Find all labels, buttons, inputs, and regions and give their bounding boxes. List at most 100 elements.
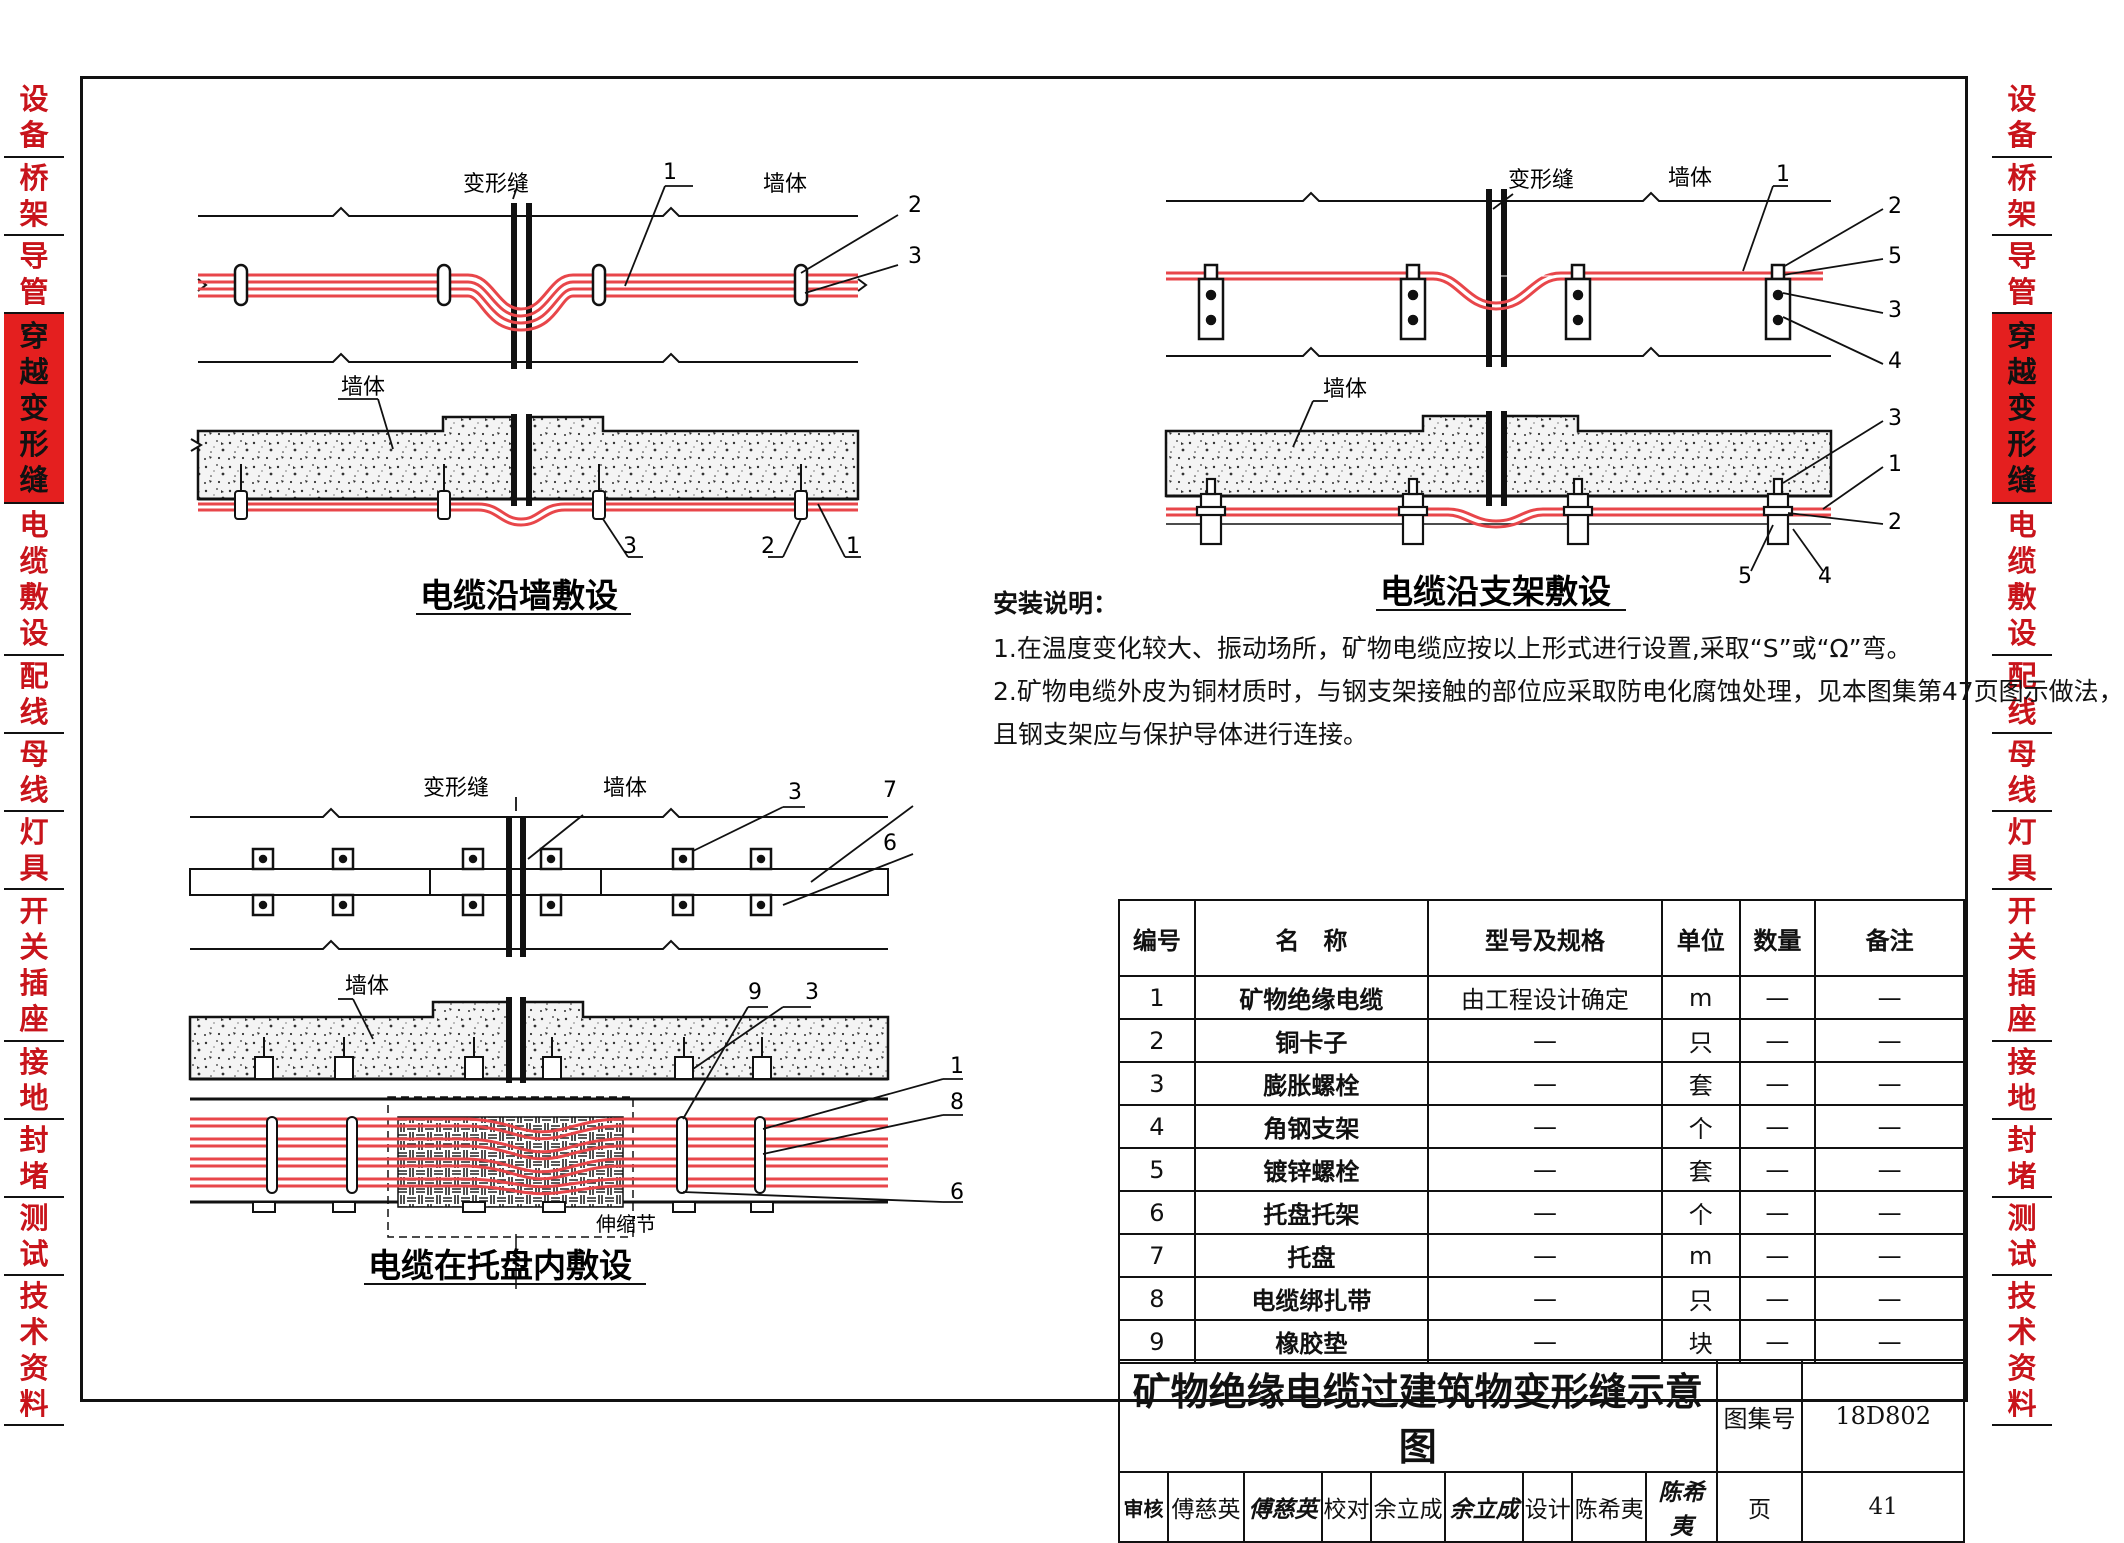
side-tab-char: 料 (19, 1387, 49, 1421)
side-tab[interactable]: 穿越变形缝 (1992, 314, 2052, 504)
table-cell: 个 (1660, 1104, 1741, 1149)
side-tab[interactable]: 母线 (1992, 734, 2052, 812)
side-tab[interactable]: 配线 (4, 656, 64, 734)
atlas-label: 图集号 (1715, 1359, 1804, 1473)
side-tab-char: 技 (2007, 1279, 2037, 1313)
side-tab-char: 备 (2007, 118, 2037, 152)
side-tab-char: 资 (19, 1351, 49, 1385)
callout: 1 (950, 1054, 964, 1079)
callout: 1 (1888, 452, 1902, 477)
side-tab-char: 线 (2007, 773, 2037, 807)
side-tab-char: 母 (2007, 737, 2037, 771)
expansion-joint-label: 伸缩节 (596, 1212, 656, 1236)
side-tab[interactable]: 开关插座 (1992, 890, 2052, 1042)
note-line-1: 1.在温度变化较大、振动场所，矿物电缆应按以上形式进行设置,采取“S”或“Ω”弯… (993, 634, 1912, 663)
side-tab[interactable]: 封堵 (4, 1120, 64, 1198)
side-tab[interactable]: 接地 (1992, 1042, 2052, 1120)
wall-label: 墙体 (341, 375, 385, 400)
side-tab[interactable]: 开关插座 (4, 890, 64, 1042)
side-tab[interactable]: 测试 (4, 1198, 64, 1276)
callout: 3 (623, 534, 637, 559)
note-line-2: 2.矿物电缆外皮为铜材质时，与钢支架接触的部位应采取防电化腐蚀处理，见本图集第4… (993, 677, 2124, 706)
side-tab[interactable]: 导管 (1992, 236, 2052, 314)
side-nav-right: 设备桥架导管穿越变形缝电缆敷设配线母线灯具开关插座接地封堵测试技术资料 (1992, 78, 2052, 1426)
wall-label: 墙体 (763, 172, 807, 197)
side-tab-char: 设 (2007, 82, 2037, 116)
table-cell: — (1426, 1061, 1663, 1106)
callout: 3 (788, 780, 802, 805)
side-tab-char: 开 (19, 894, 49, 928)
table-header-cell: 名 称 (1193, 899, 1429, 977)
table-cell: — (1426, 1319, 1663, 1364)
caption-bracket: 电缆沿支架敷设 (1380, 572, 1611, 611)
side-tab[interactable]: 灯具 (4, 812, 64, 890)
callout: 9 (748, 980, 762, 1005)
side-tab[interactable]: 测试 (1992, 1198, 2052, 1276)
table-cell: 个 (1660, 1190, 1741, 1235)
side-tab-char: 配 (2007, 659, 2037, 693)
side-tab-char: 地 (19, 1081, 49, 1115)
callout: 6 (950, 1180, 964, 1205)
title-block: 矿物绝缘电缆过建筑物变形缝示意图 图集号 18D802 审核 傅慈英 傅慈英 校… (1118, 1359, 1965, 1543)
table-cell: — (1426, 1233, 1663, 1278)
reviewer-signature: 傅慈英 (1243, 1471, 1323, 1543)
notes-heading: 安装说明： (993, 589, 1119, 618)
side-tab-char: 试 (2007, 1237, 2037, 1271)
side-tab-char: 具 (19, 851, 49, 885)
side-tab[interactable]: 母线 (4, 734, 64, 812)
side-tab-char: 缝 (2007, 463, 2037, 497)
table-cell: m (1660, 1233, 1741, 1278)
side-tab-char: 插 (2007, 966, 2037, 1000)
table-header-cell: 型号及规格 (1426, 899, 1663, 977)
side-tab[interactable]: 接地 (4, 1042, 64, 1120)
callout: 5 (1738, 564, 1752, 589)
side-tab[interactable]: 桥架 (1992, 158, 2052, 236)
side-tab-char: 资 (2007, 1351, 2037, 1385)
table-cell: — (1426, 1018, 1663, 1063)
side-tab-char: 母 (19, 737, 49, 771)
callout: 6 (883, 831, 897, 856)
callout: 4 (1888, 349, 1902, 374)
side-tab[interactable]: 技术资料 (4, 1276, 64, 1426)
side-tab[interactable]: 配线 (1992, 656, 2052, 734)
table-cell: — (1738, 1276, 1817, 1321)
side-tab[interactable]: 穿越变形缝 (4, 314, 64, 504)
table-cell: — (1814, 1190, 1965, 1235)
drawing-frame: 变形缝 墙体 1 2 3 墙体 3 2 1 电 (80, 76, 2124, 1543)
table-cell: — (1814, 1319, 1965, 1364)
table-cell: — (1738, 1104, 1817, 1149)
side-tab[interactable]: 电缆敷设 (4, 504, 64, 656)
table-cell: — (1738, 1147, 1817, 1192)
side-tab[interactable]: 灯具 (1992, 812, 2052, 890)
table-cell: — (1426, 1147, 1663, 1192)
side-tab-char: 设 (19, 616, 49, 650)
side-tab-char: 穿 (19, 319, 49, 353)
design-label: 设计 (1522, 1471, 1574, 1543)
side-tab[interactable]: 封堵 (1992, 1120, 2052, 1198)
side-tab-char: 敷 (19, 580, 49, 614)
table-cell: 3 (1118, 1061, 1196, 1106)
side-tab-char: 越 (2007, 355, 2037, 389)
side-tab[interactable]: 技术资料 (1992, 1276, 2052, 1426)
side-tab-char: 设 (2007, 616, 2037, 650)
table-header-row: 编号名 称型号及规格单位数量备注 (1118, 899, 1965, 977)
side-tab-char: 设 (19, 82, 49, 116)
table-cell: 电缆绑扎带 (1193, 1276, 1429, 1321)
side-tab[interactable]: 设备 (4, 78, 64, 158)
side-tab-char: 接 (2007, 1045, 2037, 1079)
table-cell: — (1738, 1319, 1817, 1364)
table-cell: 9 (1118, 1319, 1196, 1364)
callout: 1 (1776, 162, 1790, 187)
side-tab[interactable]: 桥架 (4, 158, 64, 236)
side-tab-char: 技 (19, 1279, 49, 1313)
side-tab[interactable]: 导管 (4, 236, 64, 314)
side-tab-char: 测 (19, 1201, 49, 1235)
side-tab-char: 地 (2007, 1081, 2037, 1115)
diagram-wall: 变形缝 墙体 1 2 3 墙体 3 2 1 电 (190, 160, 922, 615)
caption-wall: 电缆沿墙敷设 (420, 576, 618, 615)
side-tab[interactable]: 设备 (1992, 78, 2052, 158)
side-tab[interactable]: 电缆敷设 (1992, 504, 2052, 656)
table-cell: — (1738, 1018, 1817, 1063)
